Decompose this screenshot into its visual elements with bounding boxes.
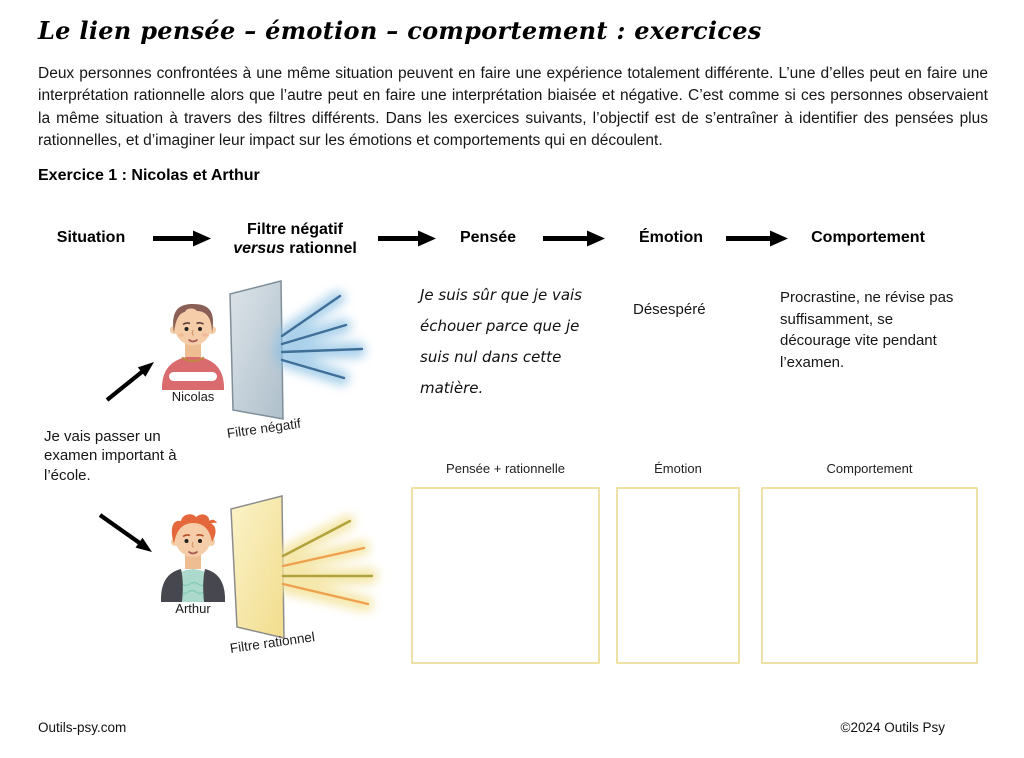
flow-header-situation: Situation (56, 229, 126, 246)
footer-copyright: ©2024 Outils Psy (840, 720, 946, 735)
exercise-heading: Exercice 1 : Nicolas et Arthur (38, 167, 260, 184)
negative-emotion-text: Désespéré (633, 301, 706, 318)
answer-box-emotion[interactable] (616, 487, 740, 664)
negative-behavior-text: Procrastine, ne révise pas suffisamment,… (780, 287, 985, 373)
footer-site: Outils-psy.com (38, 720, 127, 735)
thought-line: Je suis sûr que je vais (420, 286, 582, 304)
answer-label-comportement: Comportement (826, 461, 913, 476)
flow-header-versus: versus (233, 240, 285, 257)
situation-line: Je vais passer un (44, 428, 161, 445)
rational-filter-icon (230, 495, 378, 639)
answer-box-pensee[interactable] (411, 487, 600, 664)
situation-example: Je vais passer un examen important à l’é… (44, 427, 177, 485)
answer-label-emotion: Émotion (654, 461, 702, 476)
arthur-avatar (160, 514, 226, 602)
pointer-arrow-nicolas-icon (105, 362, 154, 402)
flow-arrow-icon (543, 230, 605, 247)
flow-arrow-icon (378, 230, 436, 247)
flow-header-filter-line2: versus rationnel (222, 239, 368, 258)
flow-header-filter-line1: Filtre négatif (246, 221, 343, 238)
behavior-line: l’examen. (780, 353, 845, 371)
arthur-name-label: Arthur (175, 601, 211, 616)
flow-header-emotion: Émotion (639, 229, 703, 246)
flow-header-rationnel: rationnel (284, 240, 357, 257)
answer-label-pensee: Pensée + rationnelle (446, 461, 565, 476)
intro-paragraph: Deux personnes confrontées à une même si… (38, 65, 988, 150)
flow-arrow-icon (153, 230, 211, 247)
negative-filter-icon (229, 280, 366, 420)
flow-header-pensee: Pensée (459, 229, 517, 246)
pointer-arrow-arthur-icon (98, 513, 152, 552)
flow-header-comportement: Comportement (811, 229, 925, 246)
behavior-line: Procrastine, ne révise pas (780, 289, 954, 306)
thought-line: matière. (420, 379, 484, 397)
nicolas-avatar (161, 304, 225, 390)
situation-line: l’école. (44, 466, 91, 484)
behavior-line: décourage vite pendant (780, 332, 937, 349)
flow-arrow-icon (726, 230, 788, 247)
negative-thought-text: Je suis sûr que je vais échouer parce qu… (420, 280, 582, 404)
thought-line: échouer parce que je (420, 317, 580, 335)
flow-header-filter: Filtre négatif versus rationnel (222, 220, 368, 258)
nicolas-name-label: Nicolas (171, 389, 215, 404)
behavior-line: suffisamment, se (780, 310, 894, 328)
thought-line: suis nul dans cette (420, 348, 562, 366)
answer-box-comportement[interactable] (761, 487, 978, 664)
situation-line: examen important à (44, 447, 177, 465)
page-title: Le lien pensée – émotion – comportement … (38, 16, 762, 45)
